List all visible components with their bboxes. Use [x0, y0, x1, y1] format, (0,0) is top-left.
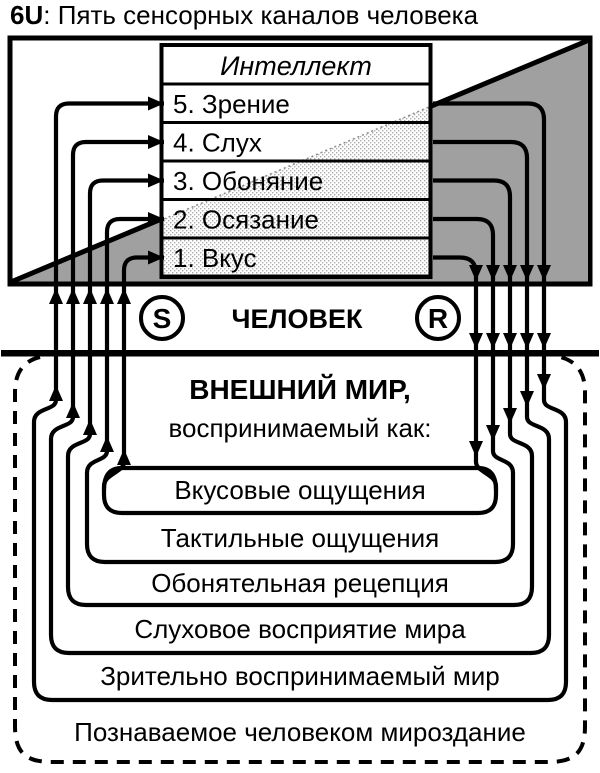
layer-universe-label: Познаваемое человеком мироздание: [74, 717, 526, 747]
arrow-up-world-touch: [100, 436, 114, 452]
external-world: ВНЕШНИЙ МИР, воспринимаемый как: Вкусовы…: [13, 355, 587, 764]
arrow-up-world-hearing: [66, 402, 80, 418]
arrow-up-s-smell: [83, 288, 97, 304]
receptors-circle: [415, 295, 461, 341]
intellect-table-frame: [159, 43, 433, 279]
arrow-down-world-hearing: [520, 391, 534, 407]
row-hearing-label: 4. Слух: [173, 128, 262, 158]
arrow-down-world-smell: [503, 408, 517, 424]
taste-box-top-edge: [101, 465, 499, 491]
arrow-up-s-hearing: [66, 288, 80, 304]
intellect-table: Интеллект 5. Зрение 4. Слух 3. Обоняние …: [159, 43, 433, 279]
arrow-down-line-taste: [469, 333, 483, 349]
receptors-label: R: [428, 303, 448, 334]
row-touch-label: 2. Осязание: [173, 205, 319, 235]
title-rest: : Пять сенсорных каналов человека: [43, 0, 478, 30]
layer-smell-label: Обонятельная рецепция: [151, 568, 449, 598]
arrow-down-line-touch: [486, 333, 500, 349]
layer-taste-label: Вкусовые ощущения: [174, 475, 425, 505]
sensors-circle: [139, 295, 185, 341]
human-label: ЧЕЛОВЕК: [232, 304, 363, 334]
human-band: S ЧЕЛОВЕК R: [1, 295, 599, 357]
layer-touch-label: Тактильные ощущения: [161, 523, 439, 553]
page-title: 6U: Пять сенсорных каналов человека: [10, 0, 479, 30]
sensors-label: S: [153, 303, 172, 334]
arrow-up-s-taste: [117, 288, 131, 304]
layer-vision-label: Зрительно воспринимаемый мир: [100, 661, 500, 691]
row-vision-label: 5. Зрение: [173, 89, 290, 119]
arrow-down-line-smell: [503, 333, 517, 349]
arrow-down-line-hearing: [520, 333, 534, 349]
arrow-up-world-smell: [83, 419, 97, 435]
arrow-down-world-vision: [537, 374, 551, 390]
arrow-down-line-vision: [537, 333, 551, 349]
channel-loop-hearing: [48, 139, 552, 656]
arrow-up-world-vision: [49, 385, 63, 401]
intellect-header-label: Интеллект: [220, 51, 372, 81]
row-taste-label: 1. Вкус: [173, 243, 257, 273]
arrow-up-s-touch: [100, 288, 114, 304]
row-smell-label: 3. Обоняние: [173, 166, 323, 196]
arrow-down-world-taste: [469, 441, 483, 457]
layer-hearing-label: Слуховое восприятие мира: [134, 614, 466, 644]
arrow-up-s-vision: [49, 288, 63, 304]
human-box: Интеллект 5. Зрение 4. Слух 3. Обоняние …: [7, 35, 593, 287]
world-boundary-line: [1, 350, 599, 357]
world-subheading: воспринимаемый как:: [168, 413, 431, 443]
title-tag: 6U: [10, 0, 43, 30]
arrow-down-world-touch: [486, 425, 500, 441]
world-heading: ВНЕШНИЙ МИР,: [189, 373, 411, 405]
universe-dashed-frame: [13, 355, 587, 764]
channel-loop-smell: [65, 178, 535, 608]
arrow-up-world-taste: [117, 449, 131, 465]
stipple-region: [164, 107, 429, 274]
channel-loop-vision: [31, 101, 569, 703]
